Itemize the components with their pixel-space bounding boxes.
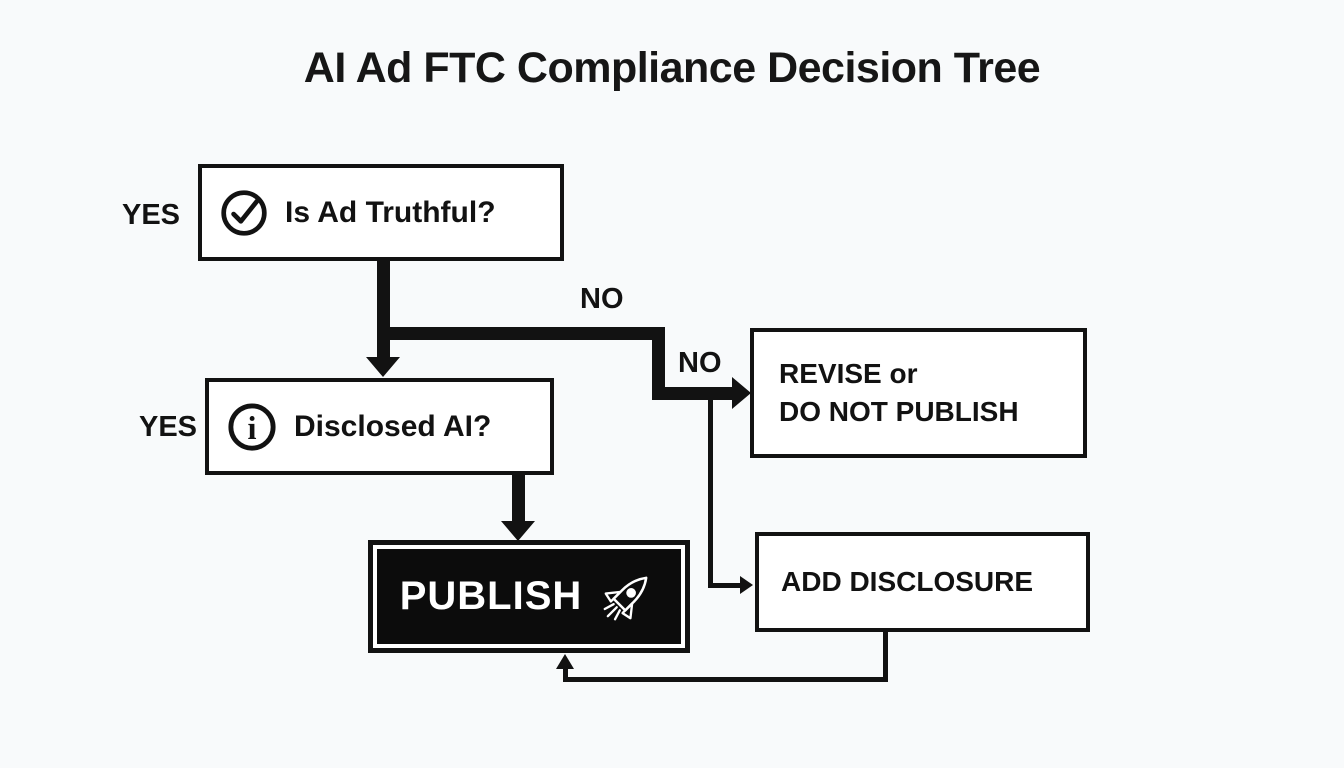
svg-text:i: i [247, 410, 256, 446]
node-publish: PUBLISH [368, 540, 690, 653]
edge-label-truthful-no: NO [580, 283, 624, 315]
arrowhead-into-add-disclosure [740, 576, 753, 594]
connector-feedback-horizontal [563, 677, 888, 682]
publish-inner-panel: PUBLISH [377, 549, 681, 644]
node-is-ad-truthful: Is Ad Truthful? [198, 164, 564, 261]
connector-into-revise [652, 387, 734, 400]
connector-feedback-down [883, 632, 888, 682]
edge-label-disclosed-no: NO [678, 347, 722, 379]
connector-truthful-to-disclosed [377, 260, 390, 359]
node-label: Disclosed AI? [294, 409, 492, 443]
connector-no-branch-horizontal [377, 327, 665, 340]
edge-label-truthful-yes: YES [122, 199, 181, 231]
node-label: PUBLISH [399, 574, 583, 618]
info-circle-icon: i [228, 402, 276, 451]
arrowhead-into-publish-bottom [556, 654, 574, 669]
page-title: AI Ad FTC Compliance Decision Tree [303, 44, 1041, 92]
connector-to-add-disclosure-vertical [708, 400, 713, 587]
rocket-icon [603, 576, 648, 620]
node-revise-do-not-publish: REVISE or DO NOT PUBLISH [750, 328, 1087, 458]
arrowhead-into-disclosed [366, 357, 400, 377]
connector-disclosed-to-publish [512, 475, 525, 523]
node-label-line2: DO NOT PUBLISH [779, 396, 1019, 427]
connector-to-add-disclosure-horizontal [708, 583, 742, 588]
node-add-disclosure: ADD DISCLOSURE [755, 532, 1090, 632]
node-disclosed-ai: i Disclosed AI? [205, 378, 554, 475]
node-label: Is Ad Truthful? [285, 195, 496, 229]
arrowhead-into-revise [732, 377, 751, 409]
arrowhead-into-publish-top [501, 521, 535, 541]
node-label: ADD DISCLOSURE [781, 566, 1034, 597]
edge-label-disclosed-yes: YES [139, 411, 198, 443]
connector-feedback-up [563, 668, 568, 682]
check-circle-icon [221, 189, 267, 236]
node-label-line1: REVISE or [779, 358, 918, 389]
connector-no-branch-vertical [652, 327, 665, 400]
